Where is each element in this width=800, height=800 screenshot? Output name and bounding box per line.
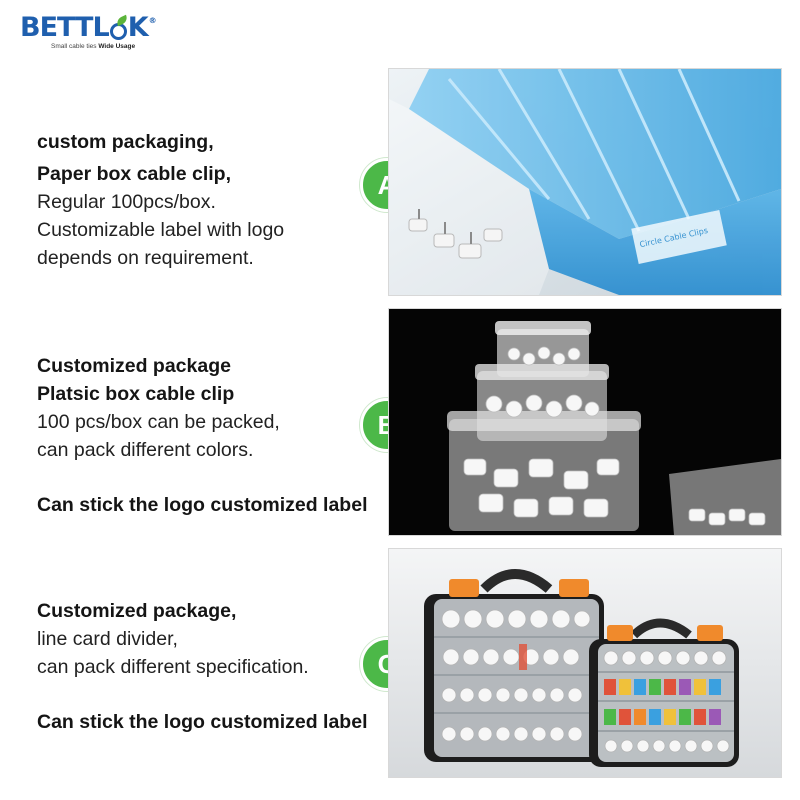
leaf-o-icon xyxy=(109,14,129,40)
tagline-bold: Wide Usage xyxy=(98,43,136,50)
brand-wordmark: BETTL K® xyxy=(20,12,157,43)
brand-tagline: Small cable ties Wide Usage xyxy=(51,43,135,50)
brand-logo: BETTL K® Small cable ties Wide Usage xyxy=(20,10,160,52)
section-c-text: Customized package, line card divider, c… xyxy=(37,597,367,736)
section-a-line-2: Paper box cable clip, xyxy=(37,163,231,185)
section-a-line-1: custom packaging, xyxy=(37,131,214,153)
section-b-text: Customized package Platsic box cable cli… xyxy=(37,352,367,519)
photo-divider-cases xyxy=(388,548,782,778)
section-a-line-3: Regular 100pcs/box. xyxy=(37,191,216,213)
divider-cases-illustration xyxy=(389,549,781,777)
section-a-line-4: Customizable label with logo xyxy=(37,219,285,241)
section-b-line-4: can pack different colors. xyxy=(37,439,254,461)
section-b-line-1: Customized package xyxy=(37,355,231,377)
tagline-plain: Small cable ties xyxy=(51,43,99,50)
brand-name-start: BETTL xyxy=(20,12,110,43)
registered-mark: ® xyxy=(148,16,157,25)
section-b-line-3: 100 pcs/box can be packed, xyxy=(37,411,280,433)
section-b-extra: Can stick the logo customized label xyxy=(37,494,368,516)
photo-plastic-boxes xyxy=(388,308,782,536)
section-c-line-1: Customized package, xyxy=(37,600,237,622)
section-c-line-3: can pack different specification. xyxy=(37,656,309,678)
section-b-line-2: Platsic box cable clip xyxy=(37,383,235,405)
plastic-boxes-illustration xyxy=(389,309,781,535)
section-c-line-2: line card divider, xyxy=(37,628,178,650)
section-a-line-5: depends on requirement. xyxy=(37,247,254,269)
section-a-text: custom packaging, Paper box cable clip, … xyxy=(37,128,284,272)
photo-paper-boxes: Circle Cable Clips xyxy=(388,68,782,296)
section-c-extra: Can stick the logo customized label xyxy=(37,711,368,733)
paper-boxes-illustration: Circle Cable Clips xyxy=(389,69,781,295)
brand-name-end: K xyxy=(127,12,149,43)
